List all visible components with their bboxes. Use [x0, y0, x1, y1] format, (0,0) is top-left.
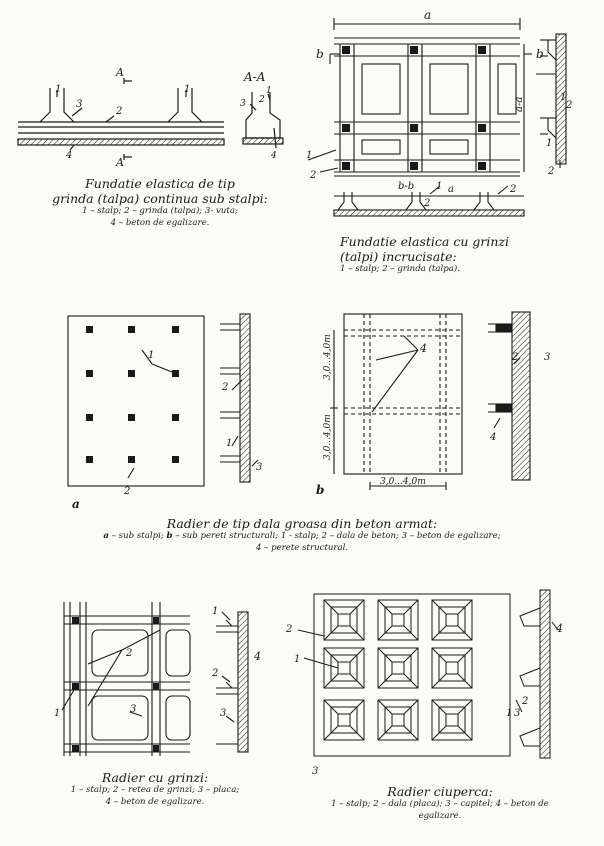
caption-1-title-1: Fundatie elastica de tip	[85, 176, 235, 191]
fig3a-marker-a: a	[72, 497, 80, 511]
fig1-label-1a: 1	[55, 84, 61, 95]
fig4-side-label-3: 3	[220, 708, 226, 719]
fig5-side-label-4: 4	[555, 622, 563, 635]
caption-thick-slab: Radier de tip dala groasa din beton arma…	[50, 516, 554, 554]
fig2-section-b-b	[333, 185, 525, 217]
fig5-side-label-3: 3	[514, 708, 520, 719]
caption-4-legend-1: 1 – stalp; 2 – retea de grinzi; 3 – plac…	[70, 785, 240, 795]
caption-5-legend-1: 1 – stalp; 2 – dala (placa); 3 – capitel…	[331, 799, 549, 809]
fig2-side-label-1: 1	[560, 92, 566, 103]
fig2-side-label-1b: 1	[546, 138, 552, 149]
fig3b-side-label-2: 2	[511, 352, 518, 363]
caption-3-legend-line-1: a – sub stalpi; b – sub pereti structura…	[50, 531, 554, 543]
figure-slab-columns	[67, 313, 259, 487]
caption-1-title-2: grinda (talpa) continua sub stalpi:	[52, 191, 268, 206]
fig4-side-label-1: 1	[212, 606, 218, 617]
fig2-side-label-2: 2	[565, 100, 572, 111]
fig3b-label-4: 4	[419, 342, 427, 355]
caption-1-legend-2: 4 – beton de egalizare.	[110, 217, 210, 228]
fig5-label-1: 1	[294, 654, 300, 665]
caption-1-legend-1: 1 – stalp; 2 – grinda (talpa); 3- vuta;	[82, 206, 238, 216]
fig4-label-1: 1	[54, 708, 60, 719]
fig3b-side-label-3: 3	[544, 352, 550, 363]
fig1-label-1b: 1	[184, 84, 190, 95]
figure-continuous-beam	[17, 78, 225, 160]
fig3b-dim-lower: 3,0...4,0m	[323, 414, 333, 460]
caption-3-title-1: Radier de tip dala groasa din beton arma…	[166, 516, 438, 531]
fig2-side-elevation	[536, 33, 567, 168]
fig3a-columns	[86, 326, 179, 463]
fig3a-side-label-1: 1	[226, 438, 232, 449]
caption-2-title-1: Fundatie elastica cu grinzi	[340, 234, 509, 249]
caption-mushroom-raft: Radier ciuperca: 1 – stalp; 2 – dala (pl…	[290, 784, 590, 822]
caption-4-title-1: Radier cu grinzi:	[101, 770, 209, 785]
caption-4-legend-2: 4 – beton de egalizare.	[105, 796, 205, 807]
fig4-side-label-2: 2	[211, 668, 218, 679]
caption-continuous-beam: Fundatie elastica de tip grinda (talpa) …	[40, 176, 280, 229]
caption-3-legend-1: – sub stalpi;	[108, 531, 167, 541]
fig2-dim-a: a	[424, 8, 431, 22]
fig1-section-a-top: A	[115, 66, 124, 79]
caption-crossed-beams: Fundatie elastica cu grinzi (talpi) incr…	[340, 234, 580, 276]
section-a-a	[242, 92, 284, 149]
fig2-b-b-label-1: 1	[436, 181, 442, 192]
caption-2-title-2: (talpi) incrucisate:	[340, 249, 457, 264]
figure-crossed-beams	[307, 18, 532, 177]
fig3b-side-label-4: 4	[489, 432, 496, 443]
fig3a-label-1: 1	[148, 350, 154, 361]
caption-3-legend-2: – sub pereti structurali; 1 - stalp; 2 –…	[172, 531, 501, 541]
fig4-columns	[72, 617, 159, 752]
fig1-label-2: 2	[115, 106, 122, 117]
fig3a-label-2: 2	[123, 486, 130, 497]
fig1-section-a-bottom: A	[115, 156, 124, 169]
fig2-b-b-title: b-b	[398, 181, 414, 192]
caption-5-legend-2: egalizare.	[418, 810, 462, 821]
fig5-label-2: 2	[285, 624, 292, 635]
section-label-3: 3	[240, 99, 246, 109]
fig1-label-4: 4	[65, 150, 72, 161]
figure-raft-beams	[61, 602, 249, 756]
fig2-label-1: 1	[306, 150, 312, 161]
fig2-b-b-label-2: 2	[423, 198, 430, 209]
section-label-1: 1	[266, 86, 272, 96]
caption-raft-beams: Radier cu grinzi: 1 – stalp; 2 – retea d…	[40, 770, 270, 808]
fig2-b-b-label-2b: 2	[509, 184, 516, 195]
fig2-side-label-2b: 2	[547, 166, 554, 177]
fig5-side-label-1: 1	[506, 708, 512, 719]
fig4-side-label-4: 4	[253, 650, 261, 663]
fig4-label-3: 3	[130, 704, 136, 715]
fig3b-marker-b: b	[316, 483, 324, 497]
fig2-section-a-a: a-a	[514, 97, 525, 112]
fig5-side-label-2: 2	[521, 696, 528, 707]
fig3b-dim-upper: 3,0...4,0m	[323, 334, 333, 380]
fig2-columns	[342, 46, 486, 170]
fig3b-dim-horizontal: 3,0...4,0m	[380, 477, 426, 487]
fig2-label-2: 2	[309, 170, 316, 181]
fig3a-side-label-3: 3	[256, 462, 262, 473]
section-label-4: 4	[270, 151, 277, 161]
caption-3-legend-3: 4 – perete structural.	[255, 542, 349, 553]
figure-mushroom-raft	[297, 589, 559, 759]
caption-3-legend-a: a	[103, 531, 109, 541]
fig1-label-3: 3	[76, 99, 82, 110]
section-a-a-title: A-A	[243, 70, 266, 84]
caption-5-title-1: Radier ciuperca:	[387, 784, 493, 799]
fig4-label-2: 2	[125, 648, 132, 659]
fig5-capitals	[323, 599, 473, 741]
fig2-b-b-mark-a: a	[448, 184, 454, 195]
fig3a-side-label-2: 2	[221, 382, 228, 393]
caption-3-legend-b: b	[166, 531, 173, 541]
section-label-2: 2	[258, 95, 265, 105]
fig2-mark-b-left: b	[316, 47, 324, 61]
fig5-label-3: 3	[312, 766, 318, 777]
figure-slab-walls	[330, 311, 531, 490]
caption-2-legend-1: 1 – stalp; 2 – grinda (talpa).	[340, 264, 460, 274]
fig2-mark-b-right: b	[536, 47, 544, 61]
